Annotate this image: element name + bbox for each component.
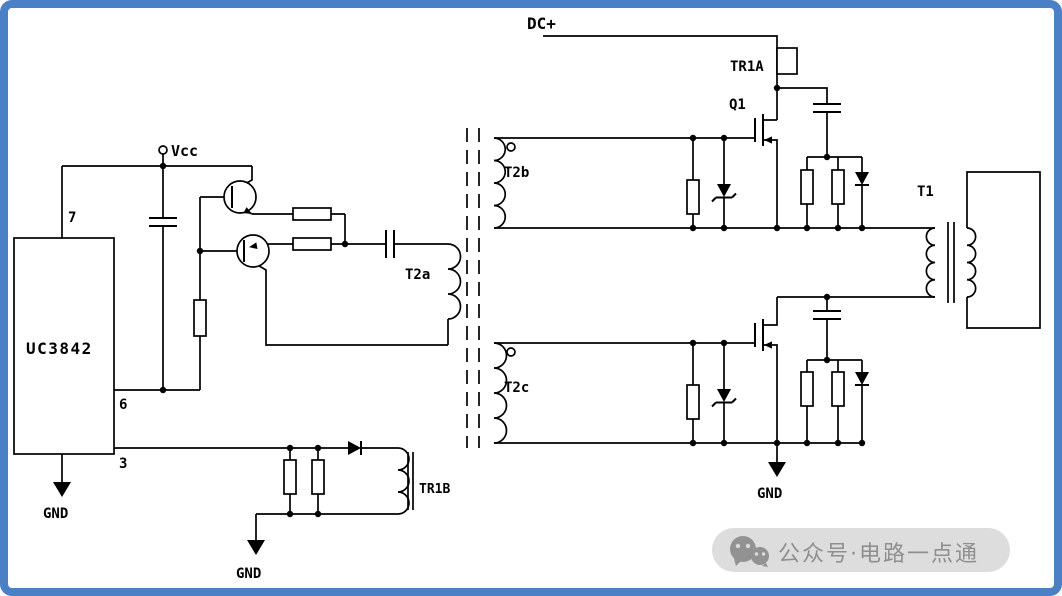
label-pin3: 3	[119, 456, 127, 472]
resistor	[831, 169, 845, 205]
resistor	[800, 371, 814, 407]
resistor	[292, 207, 332, 221]
resistor	[292, 237, 332, 251]
zener-diode	[711, 184, 737, 203]
bjt-pnp-lower	[236, 234, 270, 268]
watermark: 公众号·电路一点通	[712, 528, 1010, 572]
label-t2b: T2b	[504, 165, 529, 181]
mosfet-q1	[754, 114, 772, 146]
ic-uc3842	[13, 237, 115, 455]
bjt-npn-upper	[223, 180, 257, 214]
label-t2a: T2a	[405, 267, 430, 283]
label-tr1b: TR1B	[419, 482, 450, 497]
ground-symbol	[53, 482, 71, 497]
capacitor	[813, 103, 841, 113]
label-pin6: 6	[119, 397, 127, 413]
label-t1: T1	[917, 184, 934, 200]
transformer-t1	[925, 222, 977, 303]
zener-diode	[711, 389, 737, 408]
ground-symbol	[768, 462, 786, 477]
label-gnd-driver: GND	[236, 566, 261, 582]
phase-dot	[506, 347, 516, 357]
winding-t2a	[447, 243, 462, 320]
label-ic-uc3842: UC3842	[26, 339, 93, 358]
junction-dots	[159, 84, 866, 518]
winding-t2c	[493, 342, 516, 444]
mosfet-lower	[754, 319, 772, 351]
capacitor	[149, 217, 177, 227]
vcc-terminal	[158, 145, 168, 155]
diode	[855, 172, 869, 186]
resistor	[193, 299, 207, 337]
label-t2c: T2c	[504, 380, 529, 396]
capacitor	[385, 230, 395, 258]
resistors	[193, 169, 845, 495]
phase-dot	[506, 142, 516, 152]
winding-t2b	[493, 137, 516, 229]
diode	[348, 441, 362, 455]
label-pin7: 7	[68, 210, 76, 226]
watermark-text: 公众号·电路一点通	[778, 542, 979, 567]
resistor	[311, 459, 325, 495]
ground-symbol	[247, 540, 265, 555]
winding-tr1a	[776, 47, 798, 75]
resistor	[283, 459, 297, 495]
label-tr1a: TR1A	[730, 59, 764, 75]
label-vcc: Vcc	[171, 142, 198, 160]
resistor	[686, 179, 700, 215]
wechat-icon	[730, 536, 769, 567]
diode	[855, 372, 869, 386]
label-q1: Q1	[729, 97, 746, 113]
resistor	[686, 384, 700, 420]
resistor	[831, 371, 845, 407]
isolation-barrier	[466, 128, 480, 448]
label-gnd-ic: GND	[43, 506, 68, 522]
label-dc-input: DC+	[527, 14, 556, 33]
resistor	[800, 169, 814, 205]
winding-tr1b	[397, 447, 414, 515]
watermark-pill	[712, 528, 1010, 572]
label-gnd-power: GND	[757, 486, 782, 502]
capacitor	[813, 310, 841, 320]
